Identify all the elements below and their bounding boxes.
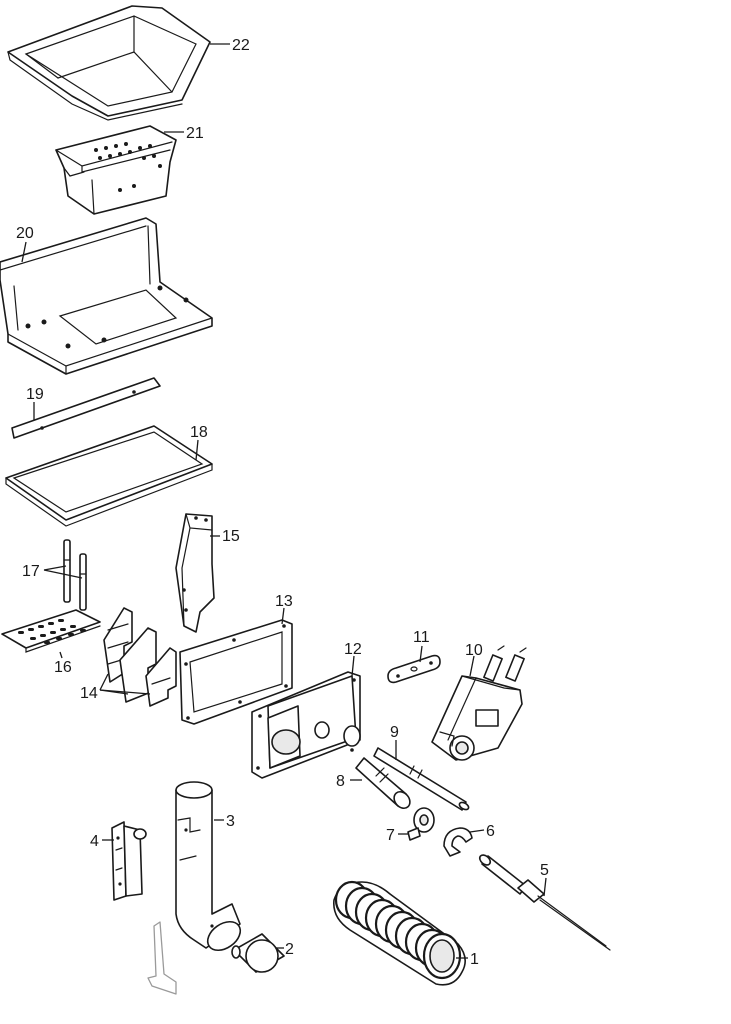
part-11-link-plate	[387, 654, 441, 684]
part-22-hopper-tray	[7, 5, 211, 121]
callout-13: 13	[275, 593, 293, 610]
part-14-comb-brackets	[103, 607, 177, 707]
callout-11: 11	[413, 629, 430, 646]
part-5-igniter	[478, 854, 611, 951]
support-bracket-faint	[147, 921, 177, 995]
part-7-ring-terminal	[407, 807, 435, 841]
part-21-burn-pot	[55, 125, 177, 215]
callout-18: 18	[190, 424, 208, 441]
callout-15: 15	[222, 528, 240, 545]
callout-5: 5	[540, 862, 549, 879]
part-20-firebox-base	[0, 217, 213, 375]
part-10-valve-assembly	[431, 645, 527, 761]
callout-3: 3	[226, 813, 235, 830]
part-4-mounting-bracket	[111, 821, 147, 901]
callout-9: 9	[390, 724, 399, 741]
part-1-flexible-hose	[333, 880, 466, 986]
callout-7: 7	[386, 827, 395, 844]
part-2-cap	[231, 933, 285, 973]
callout-10: 10	[465, 642, 483, 659]
callout-14: 14	[80, 685, 98, 702]
part-16-perforated-plate	[1, 609, 101, 653]
callout-12: 12	[344, 641, 362, 658]
part-18-flat-tray	[5, 425, 213, 527]
part-8-tube	[355, 757, 411, 810]
callout-16: 16	[54, 659, 72, 676]
callout-2: 2	[285, 941, 294, 958]
callout-6: 6	[486, 823, 495, 840]
part-9-long-rod	[373, 747, 470, 811]
callout-8: 8	[336, 773, 345, 790]
callout-19: 19	[26, 386, 44, 403]
part-15-angled-bracket	[175, 513, 215, 633]
callout-22: 22	[232, 37, 250, 54]
callout-21: 21	[186, 125, 204, 142]
part-3-elbow-pipe	[175, 781, 242, 952]
callout-17: 17	[22, 563, 40, 580]
callout-1: 1	[470, 951, 479, 968]
part-12-housing-plate	[251, 671, 361, 779]
part-17-pins	[63, 539, 87, 611]
part-19-bracket-strip	[11, 377, 161, 439]
callout-20: 20	[16, 225, 34, 242]
part-6-clip	[443, 827, 473, 857]
callout-4: 4	[90, 833, 99, 850]
